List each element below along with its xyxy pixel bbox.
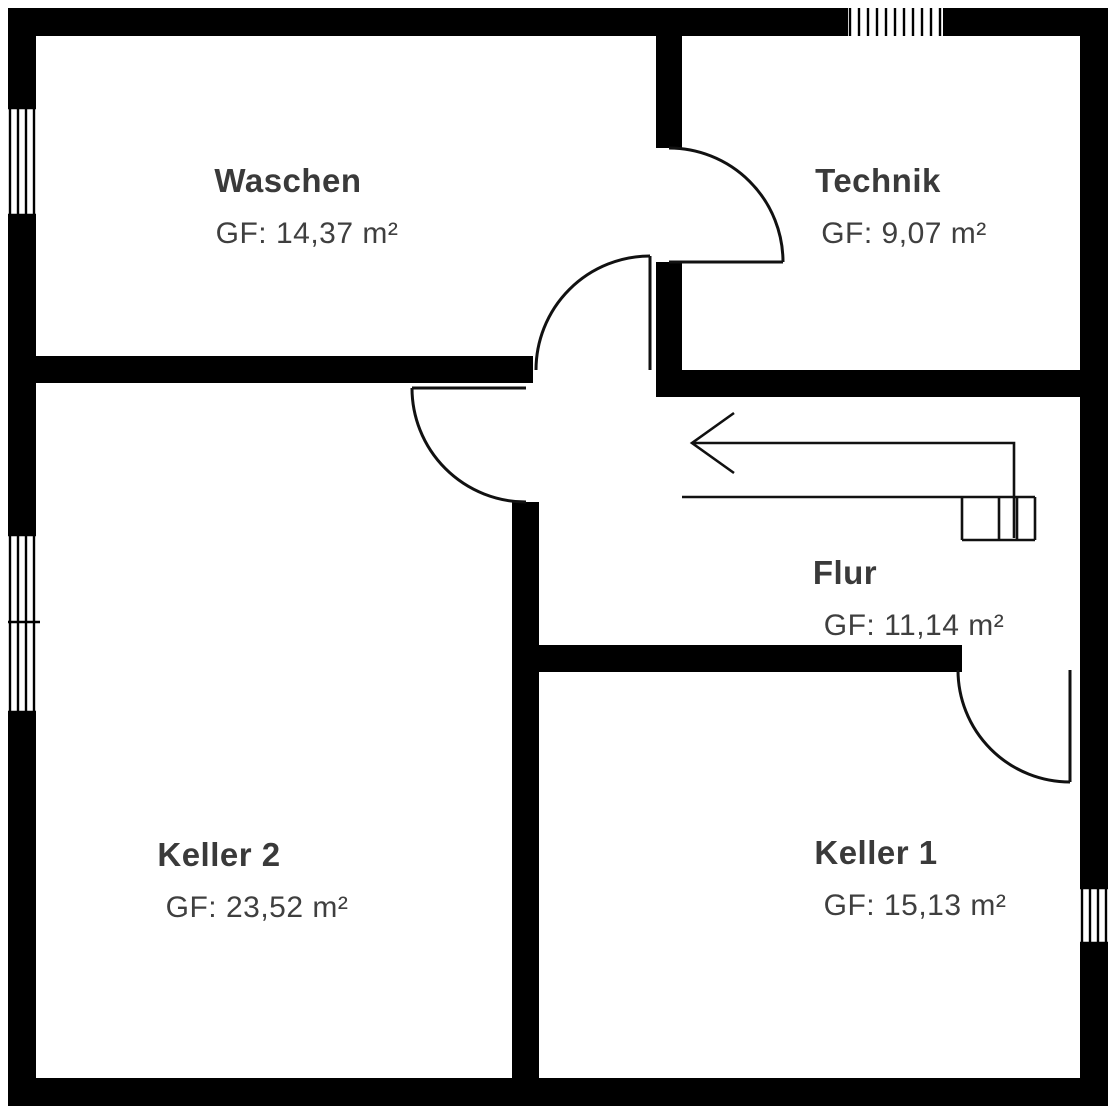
stairs — [682, 411, 1037, 542]
room-name-technik: Technik — [815, 162, 941, 199]
window-glazing-lines — [1080, 886, 1108, 945]
window-glazing-lines — [8, 106, 36, 217]
window-opening — [1080, 888, 1108, 943]
window-hatch-lines — [848, 8, 942, 36]
stair-direction-arrow — [689, 411, 735, 475]
door-keller2 — [410, 386, 527, 504]
window-glazing-lines — [8, 533, 40, 714]
room-area-keller1: GF: 15,13 m² — [824, 889, 1007, 922]
wall-bottom — [8, 1078, 1108, 1106]
wall-technik-bottom — [656, 370, 1080, 397]
window-opening — [8, 535, 36, 712]
door-arc — [956, 669, 1071, 784]
windows — [8, 8, 1108, 945]
doors — [410, 146, 1072, 784]
room-name-keller2: Keller 2 — [157, 836, 280, 873]
door-arc — [410, 387, 527, 504]
door-technik — [668, 146, 785, 264]
room-area-waschen: GF: 14,37 m² — [216, 217, 399, 250]
wall-waschen-bottom — [36, 356, 533, 383]
door-keller1 — [956, 669, 1072, 784]
window-left-upper-icon — [8, 106, 36, 217]
room-labels: Waschen GF: 14,37 m² Technik GF: 9,07 m²… — [157, 162, 1007, 924]
door-arc — [534, 254, 651, 371]
room-area-keller2: GF: 23,52 m² — [166, 891, 349, 924]
window-right-bottom-icon — [1080, 886, 1108, 945]
window-left-middle-icon — [8, 533, 40, 714]
wall-waschen-technik-upper — [656, 36, 682, 148]
door-waschen — [534, 254, 652, 371]
room-area-flur: GF: 11,14 m² — [824, 609, 1005, 642]
outer-walls — [8, 8, 1108, 1106]
window-opening — [8, 108, 36, 215]
wall-keller1-top — [512, 645, 962, 672]
interior-walls — [36, 36, 1080, 1078]
stair-walk-line — [692, 441, 1016, 538]
room-area-technik: GF: 9,07 m² — [821, 217, 987, 250]
room-name-waschen: Waschen — [214, 162, 361, 199]
wall-keller2-right — [512, 502, 539, 1078]
door-arc — [668, 146, 785, 263]
room-name-flur: Flur — [813, 554, 877, 591]
window-top-right-icon — [848, 8, 943, 36]
room-name-keller1: Keller 1 — [814, 834, 937, 871]
